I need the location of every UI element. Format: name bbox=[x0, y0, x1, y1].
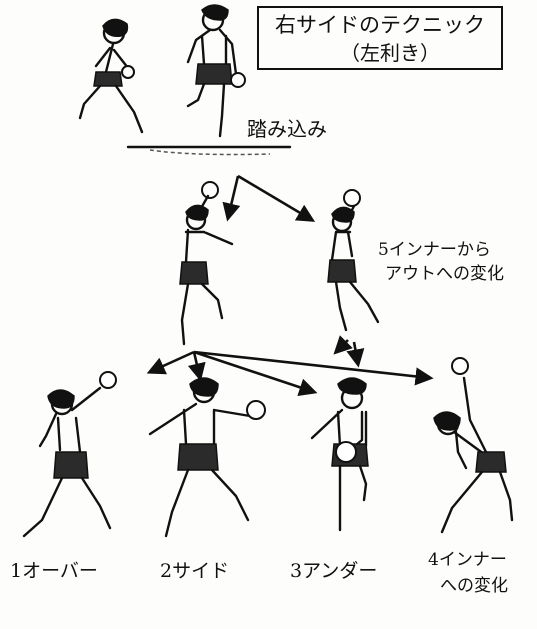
change-5-label-line1: 5インナーから bbox=[378, 240, 491, 260]
side-label: 2サイド bbox=[160, 560, 230, 582]
side-throw-figure bbox=[148, 377, 266, 538]
title-box: 右サイドのテクニック （左利き） bbox=[257, 6, 503, 70]
small-arrow-b bbox=[346, 341, 365, 368]
arrow-to-change-5 bbox=[237, 174, 316, 222]
arrow-to-change-4 bbox=[193, 350, 434, 386]
over-label: 1オーバー bbox=[10, 560, 98, 582]
ground-shadow bbox=[149, 149, 271, 156]
over-throw-figure bbox=[22, 371, 117, 538]
change-4-label-line1: 4インナー bbox=[428, 550, 507, 570]
change-4-label-line2: への変化 bbox=[440, 576, 508, 596]
jumper-figure-left bbox=[179, 181, 234, 346]
arrow-to-over bbox=[146, 350, 195, 375]
change-5-label-line2: アウトへの変化 bbox=[385, 264, 504, 284]
arrow-to-under bbox=[193, 350, 318, 397]
arrow-to-side bbox=[187, 351, 206, 382]
title-main: 右サイドのテクニック bbox=[275, 13, 485, 37]
runner-figure-1 bbox=[78, 18, 144, 134]
small-arrow-a bbox=[333, 335, 353, 355]
title-sub: （左利き） bbox=[340, 41, 440, 65]
arrow-to-jump bbox=[222, 175, 241, 222]
change-inner-figure bbox=[433, 357, 514, 534]
under-throw-figure bbox=[310, 377, 369, 532]
step-in-label: 踏み込み bbox=[247, 117, 327, 141]
jumper-figure-right bbox=[327, 189, 380, 332]
under-label: 3アンダー bbox=[290, 560, 378, 582]
runner-figure-2 bbox=[186, 4, 246, 138]
